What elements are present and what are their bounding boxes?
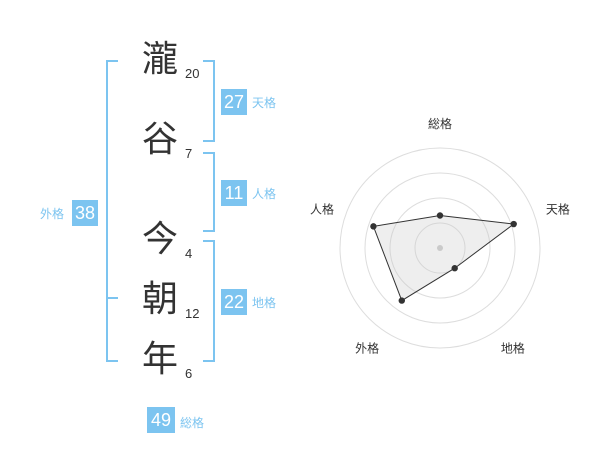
radar-point-1 (436, 212, 444, 219)
radar-ring-inner (414, 222, 466, 274)
stroke-count-1: 20 (185, 66, 200, 81)
tenkaku-value: 27 (221, 89, 247, 115)
stroke-count-3: 4 (185, 246, 193, 261)
radar-ring-inner (364, 172, 516, 324)
soukaku-label: 総格 (180, 416, 205, 430)
radar-point-4 (398, 297, 405, 304)
tenkaku-bracket (203, 60, 215, 142)
jinkaku-label: 人格 (252, 187, 277, 201)
chikaku-bracket (203, 240, 215, 362)
radar-axis-label-2: 天格 (546, 202, 570, 217)
radar-axis-label-3: 地格 (501, 340, 525, 355)
radar-ring-inner (389, 197, 491, 299)
radar-axis-label-4: 外格 (355, 340, 379, 355)
gaikaku-value: 38 (72, 200, 98, 226)
chikaku-value: 22 (221, 289, 247, 315)
chikaku-label: 地格 (252, 296, 277, 310)
radar-point-5 (370, 223, 377, 230)
soukaku-value: 49 (147, 407, 175, 433)
name-char-5: 年 (141, 339, 178, 380)
stroke-count-5: 6 (185, 366, 193, 381)
name-char-1: 瀧 (141, 39, 178, 80)
jinkaku-value: 11 (221, 180, 247, 206)
radar-point-2 (510, 220, 517, 228)
radar-axis-label-1: 総格 (428, 116, 452, 131)
gaikaku-label: 外格 (40, 207, 65, 221)
stroke-count-4: 12 (185, 306, 200, 321)
radar-center-dot (437, 245, 443, 251)
name-char-4: 朝 (141, 279, 178, 320)
jinkaku-bracket (203, 152, 215, 232)
tenkaku-label: 天格 (252, 96, 277, 110)
name-char-3: 今 (141, 219, 178, 260)
stroke-count-2: 7 (185, 146, 193, 161)
radar-series-polygon (372, 214, 516, 302)
radar-point-3 (451, 265, 458, 272)
gaikaku-bracket-inner-tick (108, 297, 118, 299)
gaikaku-bracket (106, 60, 118, 362)
name-char-2: 谷 (141, 119, 178, 160)
radar-axis-label-5: 人格 (310, 202, 334, 217)
